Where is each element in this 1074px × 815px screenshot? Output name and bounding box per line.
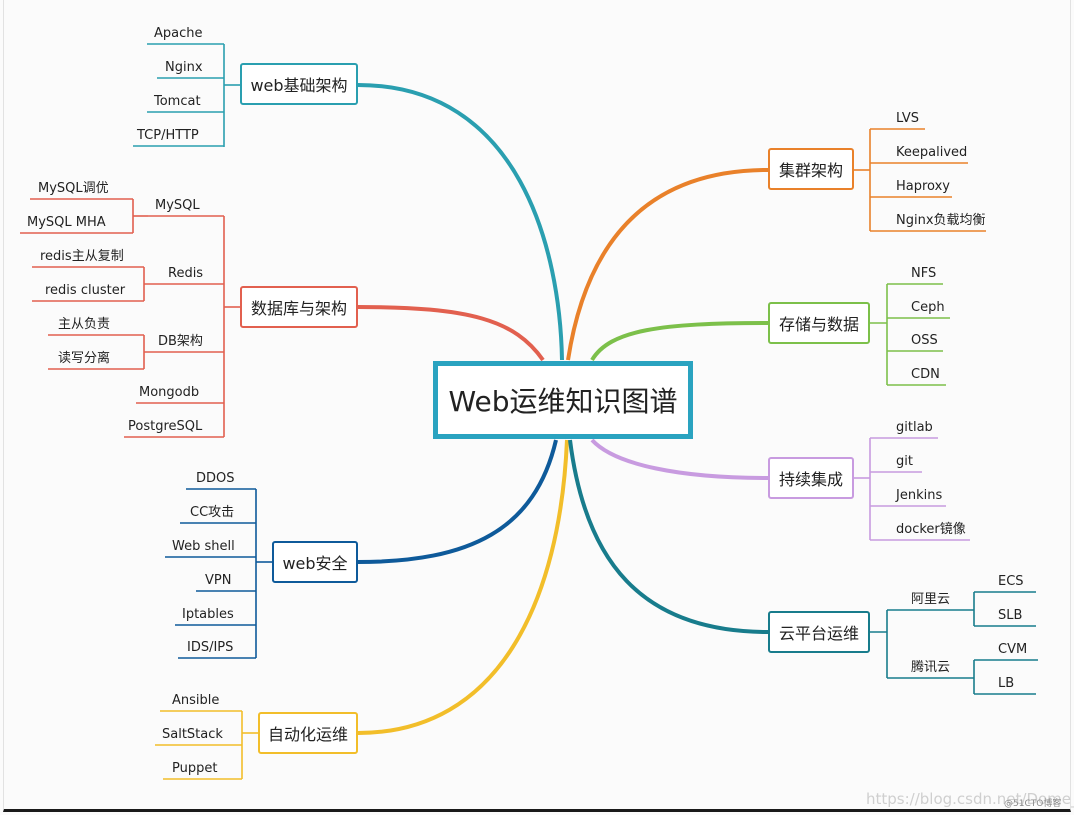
watermark-url: https://blog.csdn.net/Dome_ (866, 790, 1074, 808)
leaf-saltstack: SaltStack (162, 727, 223, 742)
leaf-cc-attack: CC攻击 (190, 505, 235, 520)
leaf-tcp-http: TCP/HTTP (137, 128, 199, 143)
leaf-redis-cluster: redis cluster (45, 283, 126, 298)
leaf-ceph: Ceph (911, 300, 945, 315)
node-web-infra: web基础架构 (240, 63, 358, 105)
leaf-nginx-lb: Nginx负载均衡 (896, 213, 986, 228)
watermark-51cto: @51CTO博客 (1004, 799, 1062, 809)
bracket-automation (155, 710, 258, 780)
leaf-mysql-mha: MySQL MHA (27, 215, 106, 230)
leaf-mongodb: Mongodb (139, 385, 200, 400)
node-cluster: 集群架构 (768, 148, 854, 190)
group-redis: Redis (168, 266, 204, 281)
leaf-cvm: CVM (998, 642, 1028, 657)
bracket-database (20, 198, 240, 438)
leaf-puppet: Puppet (172, 761, 218, 776)
leaf-webshell: Web shell (172, 539, 235, 554)
bracket-ci (854, 437, 970, 541)
node-automation: 自动化运维 (258, 712, 358, 754)
leaf-nfs: NFS (911, 266, 937, 281)
leaf-nginx: Nginx (165, 60, 203, 75)
curve-automation (357, 439, 569, 735)
curve-web-security (357, 439, 558, 564)
group-mysql: MySQL (155, 198, 200, 213)
leaf-apache: Apache (154, 26, 203, 41)
node-web-security: web安全 (272, 541, 358, 583)
leaf-cdn: CDN (911, 367, 940, 382)
leaf-docker-image: docker镜像 (896, 522, 966, 537)
curve-storage (590, 321, 769, 362)
bracket-web-security (165, 488, 272, 659)
leaf-tomcat: Tomcat (154, 94, 201, 109)
image-frame (3, 0, 1071, 812)
node-cloud: 云平台运维 (768, 611, 870, 653)
node-database: 数据库与架构 (240, 286, 358, 328)
central-topic: Web运维知识图谱 (433, 361, 693, 439)
curve-web-infra (357, 83, 564, 361)
group-aliyun: 阿里云 (911, 592, 951, 607)
bracket-web-infra (133, 43, 240, 147)
leaf-postgresql: PostgreSQL (128, 419, 203, 434)
node-storage: 存储与数据 (768, 302, 870, 344)
leaf-rw-split: 读写分离 (58, 351, 111, 366)
leaf-redis-replication: redis主从复制 (40, 249, 124, 264)
leaf-haproxy: Haproxy (896, 179, 950, 194)
leaf-oss: OSS (911, 333, 938, 348)
curve-cluster (566, 168, 769, 361)
curve-ci (590, 438, 769, 480)
node-ci: 持续集成 (768, 457, 854, 499)
leaf-jenkins: Jenkins (896, 488, 943, 503)
curve-database (357, 305, 545, 362)
leaf-lb: LB (998, 676, 1015, 691)
bracket-cloud (870, 591, 1038, 695)
leaf-vpn: VPN (205, 573, 232, 588)
bracket-storage (870, 283, 950, 386)
leaf-ansible: Ansible (172, 693, 220, 708)
leaf-iptables: Iptables (182, 607, 234, 622)
leaf-ecs: ECS (998, 574, 1024, 589)
leaf-mysql-tuning: MySQL调优 (38, 181, 109, 196)
leaf-keepalived: Keepalived (896, 145, 968, 160)
leaf-ddos: DDOS (196, 471, 235, 486)
curve-cloud (568, 439, 769, 634)
leaf-master-slave: 主从负责 (58, 317, 111, 332)
bracket-cluster (854, 128, 986, 232)
leaf-lvs: LVS (896, 111, 919, 126)
group-tencent-cloud: 腾讯云 (911, 660, 951, 675)
group-db-arch: DB架构 (158, 334, 203, 349)
leaf-slb: SLB (998, 608, 1023, 623)
leaf-git: git (896, 454, 913, 469)
leaf-ids-ips: IDS/IPS (187, 640, 234, 655)
leaf-gitlab: gitlab (896, 420, 933, 435)
